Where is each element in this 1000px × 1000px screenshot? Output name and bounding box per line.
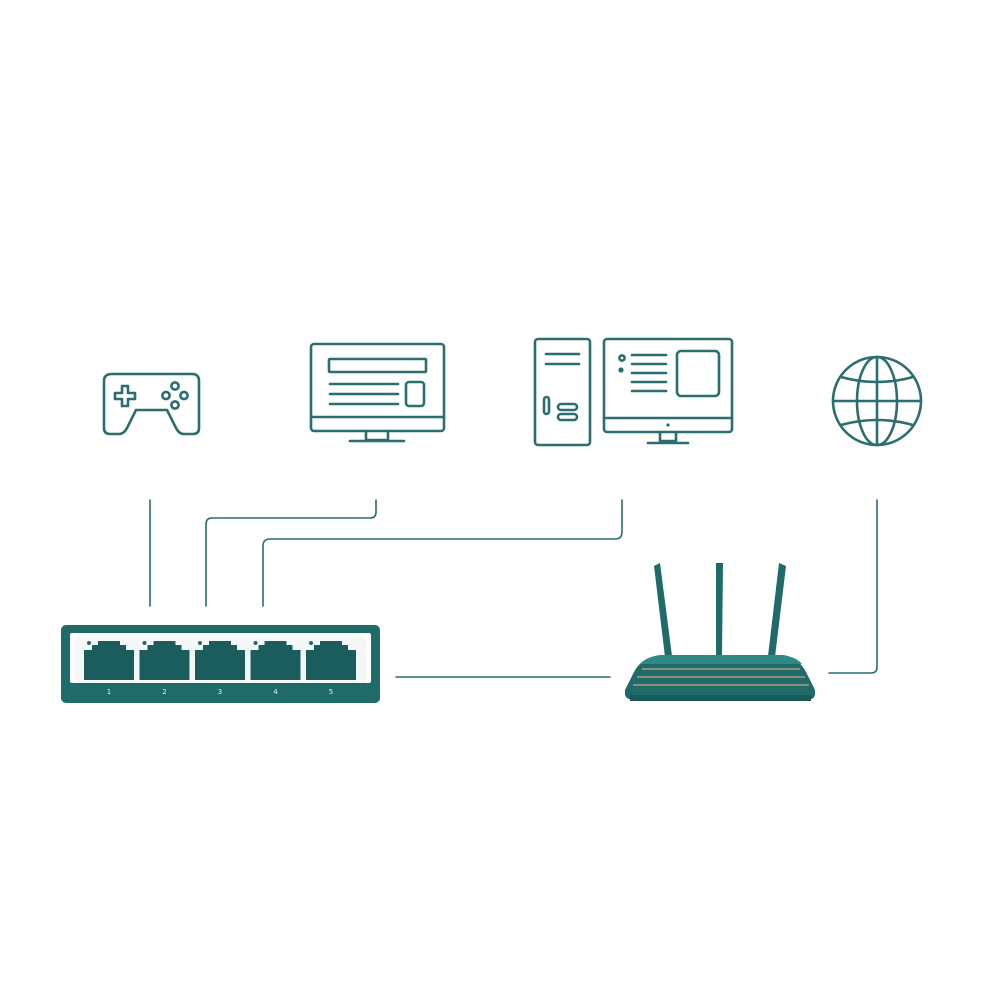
router-base <box>630 695 811 701</box>
network-switch: 1 2 3 4 5 <box>61 625 380 703</box>
switch-port-4: 4 <box>250 641 301 696</box>
line-monitor-to-switch-port2 <box>205 499 377 607</box>
desktop-computer-icon <box>533 337 734 447</box>
port-led <box>198 641 202 645</box>
switch-port-1: 1 <box>84 641 134 696</box>
switch-port-5: 5 <box>306 641 356 696</box>
wifi-router <box>625 563 815 701</box>
port-number-label: 2 <box>162 688 166 696</box>
port-number-label: 4 <box>273 688 278 696</box>
connection-lines <box>149 499 878 678</box>
switch-port-2: 2 <box>139 641 190 696</box>
rj45-port[interactable] <box>195 641 245 680</box>
port-number-label: 5 <box>329 688 333 696</box>
monitor-icon <box>309 342 446 443</box>
port-number-label: 1 <box>107 688 111 696</box>
port-led <box>142 641 147 645</box>
router-top-highlight <box>640 655 802 664</box>
gamepad-icon <box>102 372 201 436</box>
switch-ports: 1 2 3 4 5 <box>84 641 356 696</box>
line-desktop-to-switch-port3 <box>262 499 623 607</box>
switch-port-3: 3 <box>195 641 245 696</box>
router-antenna-left <box>654 563 672 657</box>
rj45-port[interactable] <box>139 641 190 680</box>
rj45-port[interactable] <box>306 641 356 680</box>
port-number-label: 3 <box>218 688 222 696</box>
rj45-port[interactable] <box>250 641 301 680</box>
port-led <box>253 641 258 645</box>
rj45-port[interactable] <box>84 641 134 680</box>
globe-icon <box>831 355 923 447</box>
router-antennas <box>654 563 786 657</box>
line-router-to-internet <box>828 499 878 674</box>
port-led <box>309 641 313 645</box>
port-led <box>87 641 91 645</box>
router-antenna-center <box>716 563 723 656</box>
router-indicator-lights <box>633 668 809 686</box>
router-antenna-right <box>768 563 786 657</box>
